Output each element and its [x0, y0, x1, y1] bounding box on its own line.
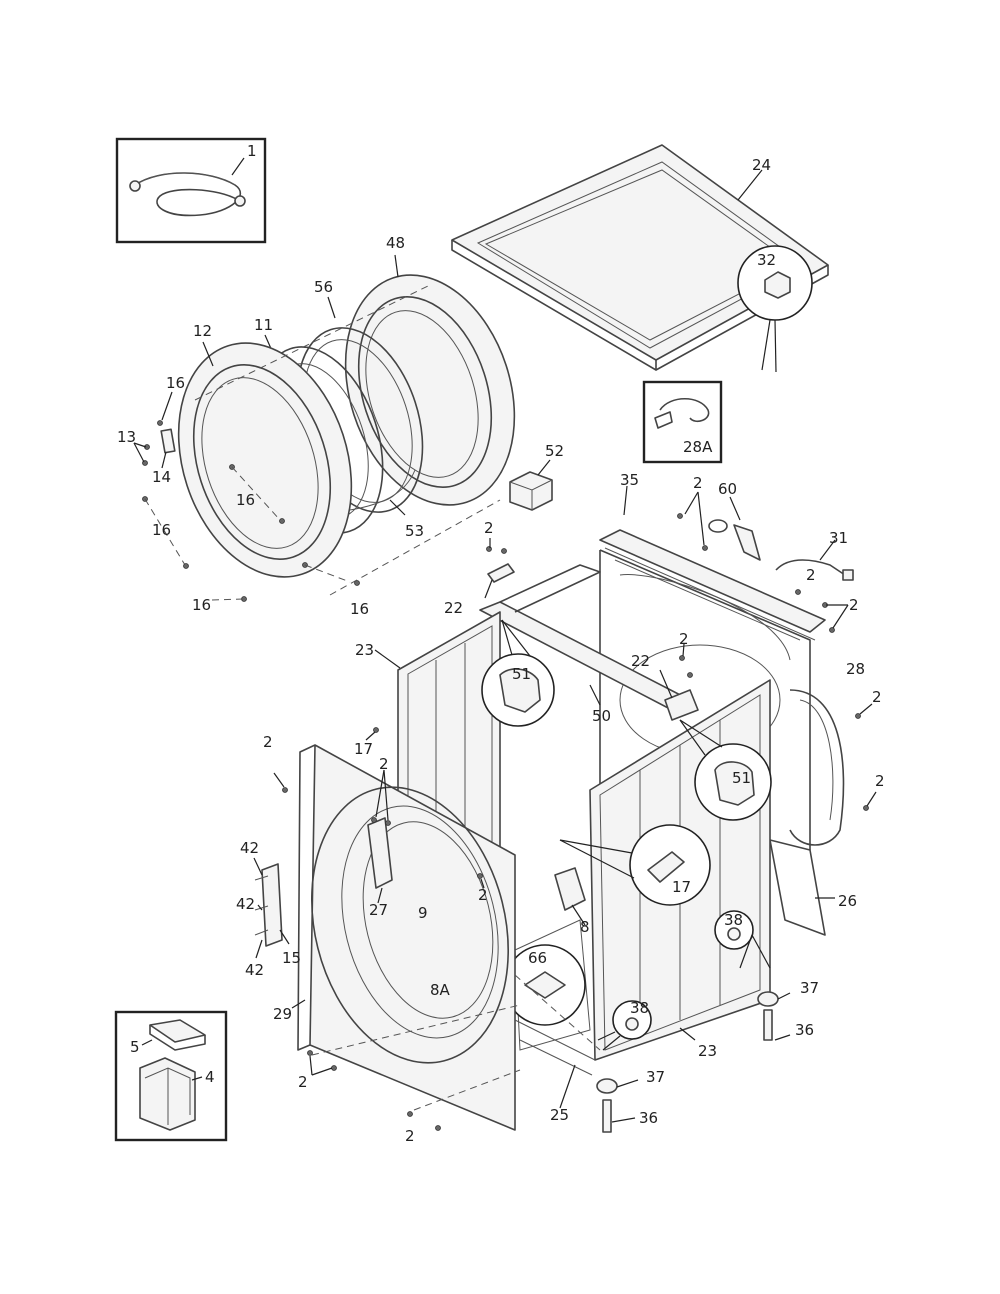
label-12: 12 [193, 322, 212, 340]
label-51-b: 51 [732, 769, 751, 787]
label-14: 14 [152, 468, 171, 486]
label-5: 5 [130, 1038, 140, 1056]
label-16-e: 16 [350, 600, 369, 618]
label-2-e: 2 [679, 630, 689, 648]
label-2-f: 2 [872, 688, 882, 706]
label-38-b: 38 [630, 999, 649, 1017]
bracket-22-b [659, 669, 699, 721]
label-42-a: 42 [240, 839, 259, 857]
label-17-a: 17 [354, 740, 373, 758]
label-36-a: 36 [795, 1021, 814, 1039]
plug-32-callout [737, 245, 813, 373]
label-16-c: 16 [152, 521, 171, 539]
inset-control-parts [114, 1010, 228, 1142]
label-2-h: 2 [263, 733, 273, 751]
hinge-14 [133, 391, 360, 602]
label-42-c: 42 [245, 961, 264, 979]
label-2-d: 2 [484, 519, 494, 537]
label-1: 1 [247, 142, 257, 160]
switch-66-callout [459, 899, 586, 1026]
brace-51-b-callout [679, 719, 772, 821]
label-2-g: 2 [875, 772, 885, 790]
label-16-b: 16 [236, 491, 255, 509]
label-4: 4 [205, 1068, 215, 1086]
label-16-d: 16 [192, 596, 211, 614]
cord-31 [775, 539, 854, 581]
label-2-b: 2 [806, 566, 816, 584]
bracket-35 [599, 485, 826, 641]
label-36-b: 36 [639, 1109, 658, 1127]
inset-hose [115, 137, 267, 244]
label-35: 35 [620, 471, 639, 489]
label-37-b: 37 [646, 1068, 665, 1086]
box-52 [509, 459, 553, 511]
label-31: 31 [829, 529, 848, 547]
label-27: 27 [369, 901, 388, 919]
label-42-b: 42 [236, 895, 255, 913]
inset-clamp-28a [642, 380, 723, 464]
label-38-a: 38 [724, 911, 743, 929]
label-8: 8 [580, 918, 590, 936]
back-panel-26 [769, 839, 835, 936]
label-50: 50 [592, 707, 611, 725]
label-32: 32 [757, 251, 776, 269]
label-24: 24 [752, 156, 771, 174]
screws [273, 491, 877, 1131]
base-25 [514, 1019, 596, 1109]
bracket-22-a [484, 563, 515, 599]
tub-front [344, 254, 516, 506]
brace-51-a-callout [481, 619, 555, 727]
label-52: 52 [545, 442, 564, 460]
label-2-c: 2 [849, 596, 859, 614]
label-15: 15 [282, 949, 301, 967]
label-13: 13 [117, 428, 136, 446]
door-12 [177, 341, 353, 578]
label-26: 26 [838, 892, 857, 910]
part-27 [367, 817, 393, 904]
foot-front [596, 1000, 652, 1133]
label-16-a: 16 [166, 374, 185, 392]
label-22-a: 22 [444, 599, 463, 617]
label-28: 28 [846, 660, 865, 678]
label-51-a: 51 [512, 665, 531, 683]
label-60: 60 [718, 480, 737, 498]
label-11: 11 [254, 316, 273, 334]
label-22-b: 22 [631, 652, 650, 670]
label-2-j: 2 [478, 886, 488, 904]
label-56: 56 [314, 278, 333, 296]
label-53: 53 [405, 522, 424, 540]
foot-right [714, 910, 791, 1041]
grommet-17-callout [559, 824, 711, 906]
assembly-lines [194, 284, 601, 1111]
label-2-l: 2 [405, 1127, 415, 1145]
label-28a: 28A [683, 438, 713, 456]
label-48: 48 [386, 234, 405, 252]
label-17-b: 17 [672, 878, 691, 896]
front-panel-29 [291, 744, 516, 1131]
label-8a: 8A [430, 981, 451, 999]
label-2-k: 2 [298, 1073, 308, 1091]
door-53 [349, 469, 416, 516]
label-29: 29 [273, 1005, 292, 1023]
label-2-a: 2 [693, 474, 703, 492]
label-66: 66 [528, 949, 547, 967]
label-9: 9 [418, 904, 428, 922]
label-25: 25 [550, 1106, 569, 1124]
callout-labels: 1 24 48 56 11 12 16 13 14 16 16 16 16 53… [117, 142, 885, 1145]
label-37-a: 37 [800, 979, 819, 997]
top-panel [451, 144, 829, 371]
label-2-i: 2 [379, 755, 389, 773]
hinge-42-15 [253, 857, 290, 959]
label-23-b: 23 [698, 1042, 717, 1060]
label-23-a: 23 [355, 641, 374, 659]
